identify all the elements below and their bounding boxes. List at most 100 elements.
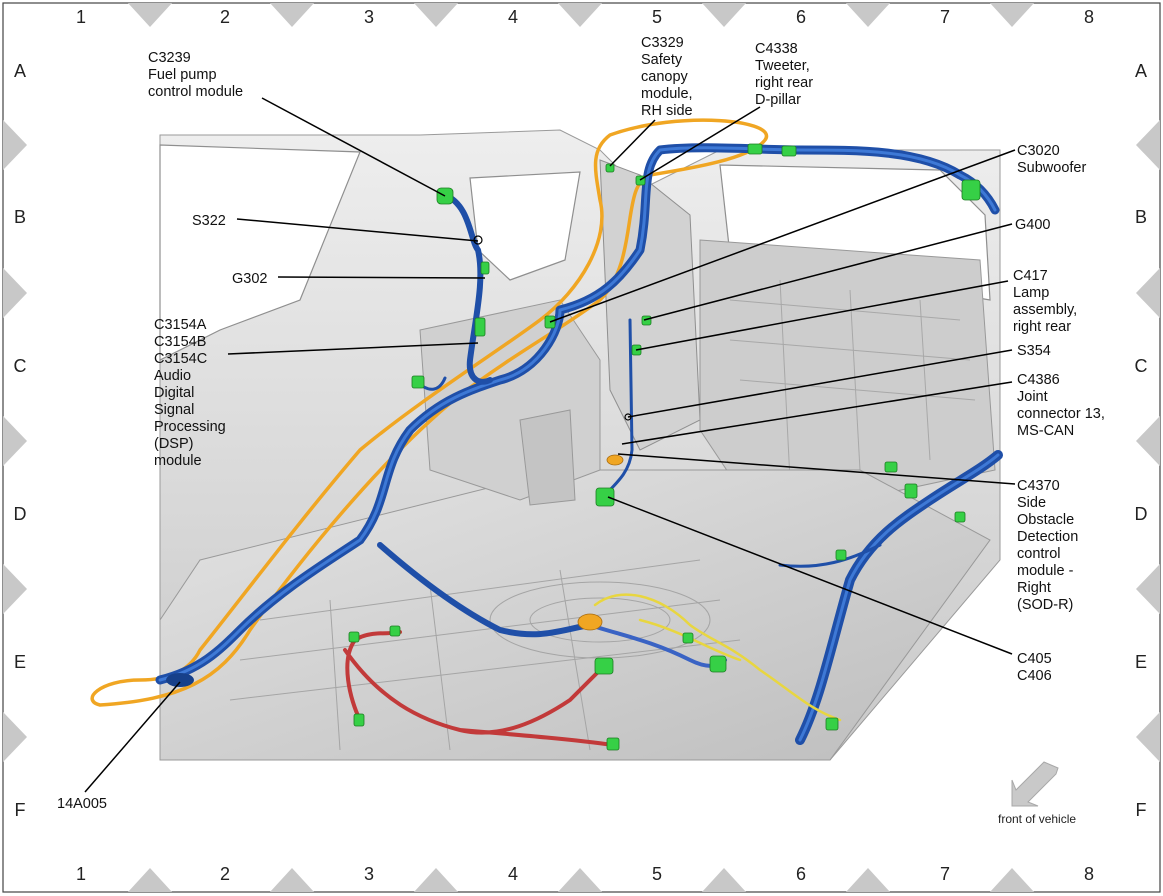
grid-columns-top: 1 2 3 4 5 6 7 8 [76, 7, 1094, 27]
callout-c4370: C4370 Side Obstacle Detection control mo… [1017, 478, 1082, 613]
grid-row-label: F [15, 800, 26, 820]
grid-col-label: 2 [220, 7, 230, 27]
grid-rows-left: A B C D E F [14, 61, 27, 820]
grid-col-label: 1 [76, 864, 86, 884]
grid-row-label: B [1135, 207, 1147, 227]
connector-c405 [595, 487, 615, 507]
grid-col-label: 4 [508, 864, 518, 884]
connector-floor-4 [348, 631, 360, 643]
callout-s322: S322 [192, 213, 226, 229]
callout-line: S322 [192, 213, 226, 229]
grid-col-label: 7 [940, 864, 950, 884]
grid-col-label: 3 [364, 7, 374, 27]
callout-line: C3154A [154, 317, 207, 333]
grid-row-label: E [1135, 652, 1147, 672]
callout-line: C4338 [755, 41, 798, 57]
grid-col-label: 5 [652, 864, 662, 884]
callout-line: G302 [232, 271, 267, 287]
callout-c4338: C4338 Tweeter, right rear D-pillar [755, 41, 817, 108]
harness-branch-floor [377, 542, 593, 638]
grid-row-label: E [14, 652, 26, 672]
callout-line: C3154C [154, 351, 207, 367]
zone-markers [3, 3, 1160, 892]
callout-line: Fuel pump [148, 67, 217, 83]
connector-right-1 [884, 461, 898, 473]
callout-line: Subwoofer [1017, 160, 1086, 176]
callout-line: Processing [154, 419, 226, 435]
callout-line: (SOD-R) [1017, 597, 1073, 613]
callout-line: C3020 [1017, 143, 1060, 159]
connector-right-4 [835, 549, 847, 561]
callout-line: Digital [154, 385, 194, 401]
connector-floor-8 [825, 717, 839, 731]
connector-right-3 [954, 511, 966, 523]
connector-floor-6 [606, 737, 620, 751]
callout-line: Tweeter, [755, 58, 810, 74]
callout-line: C4386 [1017, 372, 1060, 388]
harness-main-shine [158, 146, 997, 682]
grid-row-label: D [1135, 504, 1148, 524]
callout-line: Detection [1017, 529, 1078, 545]
connector-floor-1 [594, 657, 614, 675]
connector-floor-3 [389, 625, 401, 637]
callout-line: RH side [641, 103, 693, 119]
grid-col-label: 8 [1084, 864, 1094, 884]
grid-row-label: A [1135, 61, 1147, 81]
callout-line: (DSP) [154, 436, 193, 452]
grid-columns-bottom: 1 2 3 4 5 6 7 8 [76, 864, 1094, 884]
harness-branch-pillar [442, 192, 493, 385]
callout-c4386: C4386 Joint connector 13, MS-CAN [1017, 372, 1109, 439]
connector-c4370 [606, 454, 624, 466]
grid-row-label: D [14, 504, 27, 524]
front-of-vehicle-indicator: front of vehicle [998, 761, 1076, 826]
callout-line: S354 [1017, 343, 1051, 359]
callout-line: C406 [1017, 668, 1052, 684]
callout-line: assembly, [1013, 302, 1077, 318]
connector-g400 [641, 315, 652, 326]
grid-col-label: 6 [796, 7, 806, 27]
callout-s354: S354 [1017, 343, 1051, 359]
connector-floor-2 [709, 655, 727, 673]
callout-line: Obstacle [1017, 512, 1074, 528]
grid-row-label: C [1135, 356, 1148, 376]
connectors [348, 143, 981, 751]
connector-top-2 [781, 145, 797, 157]
front-of-vehicle-label: front of vehicle [998, 812, 1076, 826]
grid-col-label: 7 [940, 7, 950, 27]
callout-c3239: C3239 Fuel pump control module [148, 50, 243, 100]
callout-c417: C417 Lamp assembly, right rear [1013, 268, 1081, 335]
callout-line: module, [641, 86, 693, 102]
callout-c3329: C3329 Safety canopy module, RH side [641, 35, 697, 119]
connector-c3154 [474, 317, 486, 337]
grid-col-label: 6 [796, 864, 806, 884]
callout-g400: G400 [1015, 217, 1050, 233]
grid-row-label: C [14, 356, 27, 376]
callout-line: Right [1017, 580, 1051, 596]
callout-line: 14A005 [57, 796, 107, 812]
connector-floor-5 [353, 713, 365, 727]
callout-line: control [1017, 546, 1061, 562]
callout-line: Signal [154, 402, 194, 418]
harness-red [343, 630, 614, 747]
callout-line: connector 13, [1017, 406, 1105, 422]
connector-top-1 [747, 143, 763, 155]
grid-rows-right: A B C D E F [1135, 61, 1148, 820]
callout-line: canopy [641, 69, 689, 85]
callout-line: MS-CAN [1017, 423, 1074, 439]
arrow-icon [1011, 761, 1059, 807]
callout-line: Lamp [1013, 285, 1049, 301]
callout-line: C4370 [1017, 478, 1060, 494]
callout-line: C3154B [154, 334, 206, 350]
callout-c3154: C3154A C3154B C3154C Audio Digital Signa… [154, 317, 230, 469]
leader-lines [84, 97, 1016, 793]
callout-line: right rear [1013, 319, 1071, 335]
connector-floor-7 [682, 632, 694, 644]
callout-labels: C3239 Fuel pump control module C3329 Saf… [57, 35, 1109, 812]
connector-g302 [480, 261, 490, 275]
grid-col-label: 1 [76, 7, 86, 27]
vehicle-body [159, 129, 1001, 761]
callout-line: module - [1017, 563, 1074, 579]
grid-row-label: F [1136, 800, 1147, 820]
